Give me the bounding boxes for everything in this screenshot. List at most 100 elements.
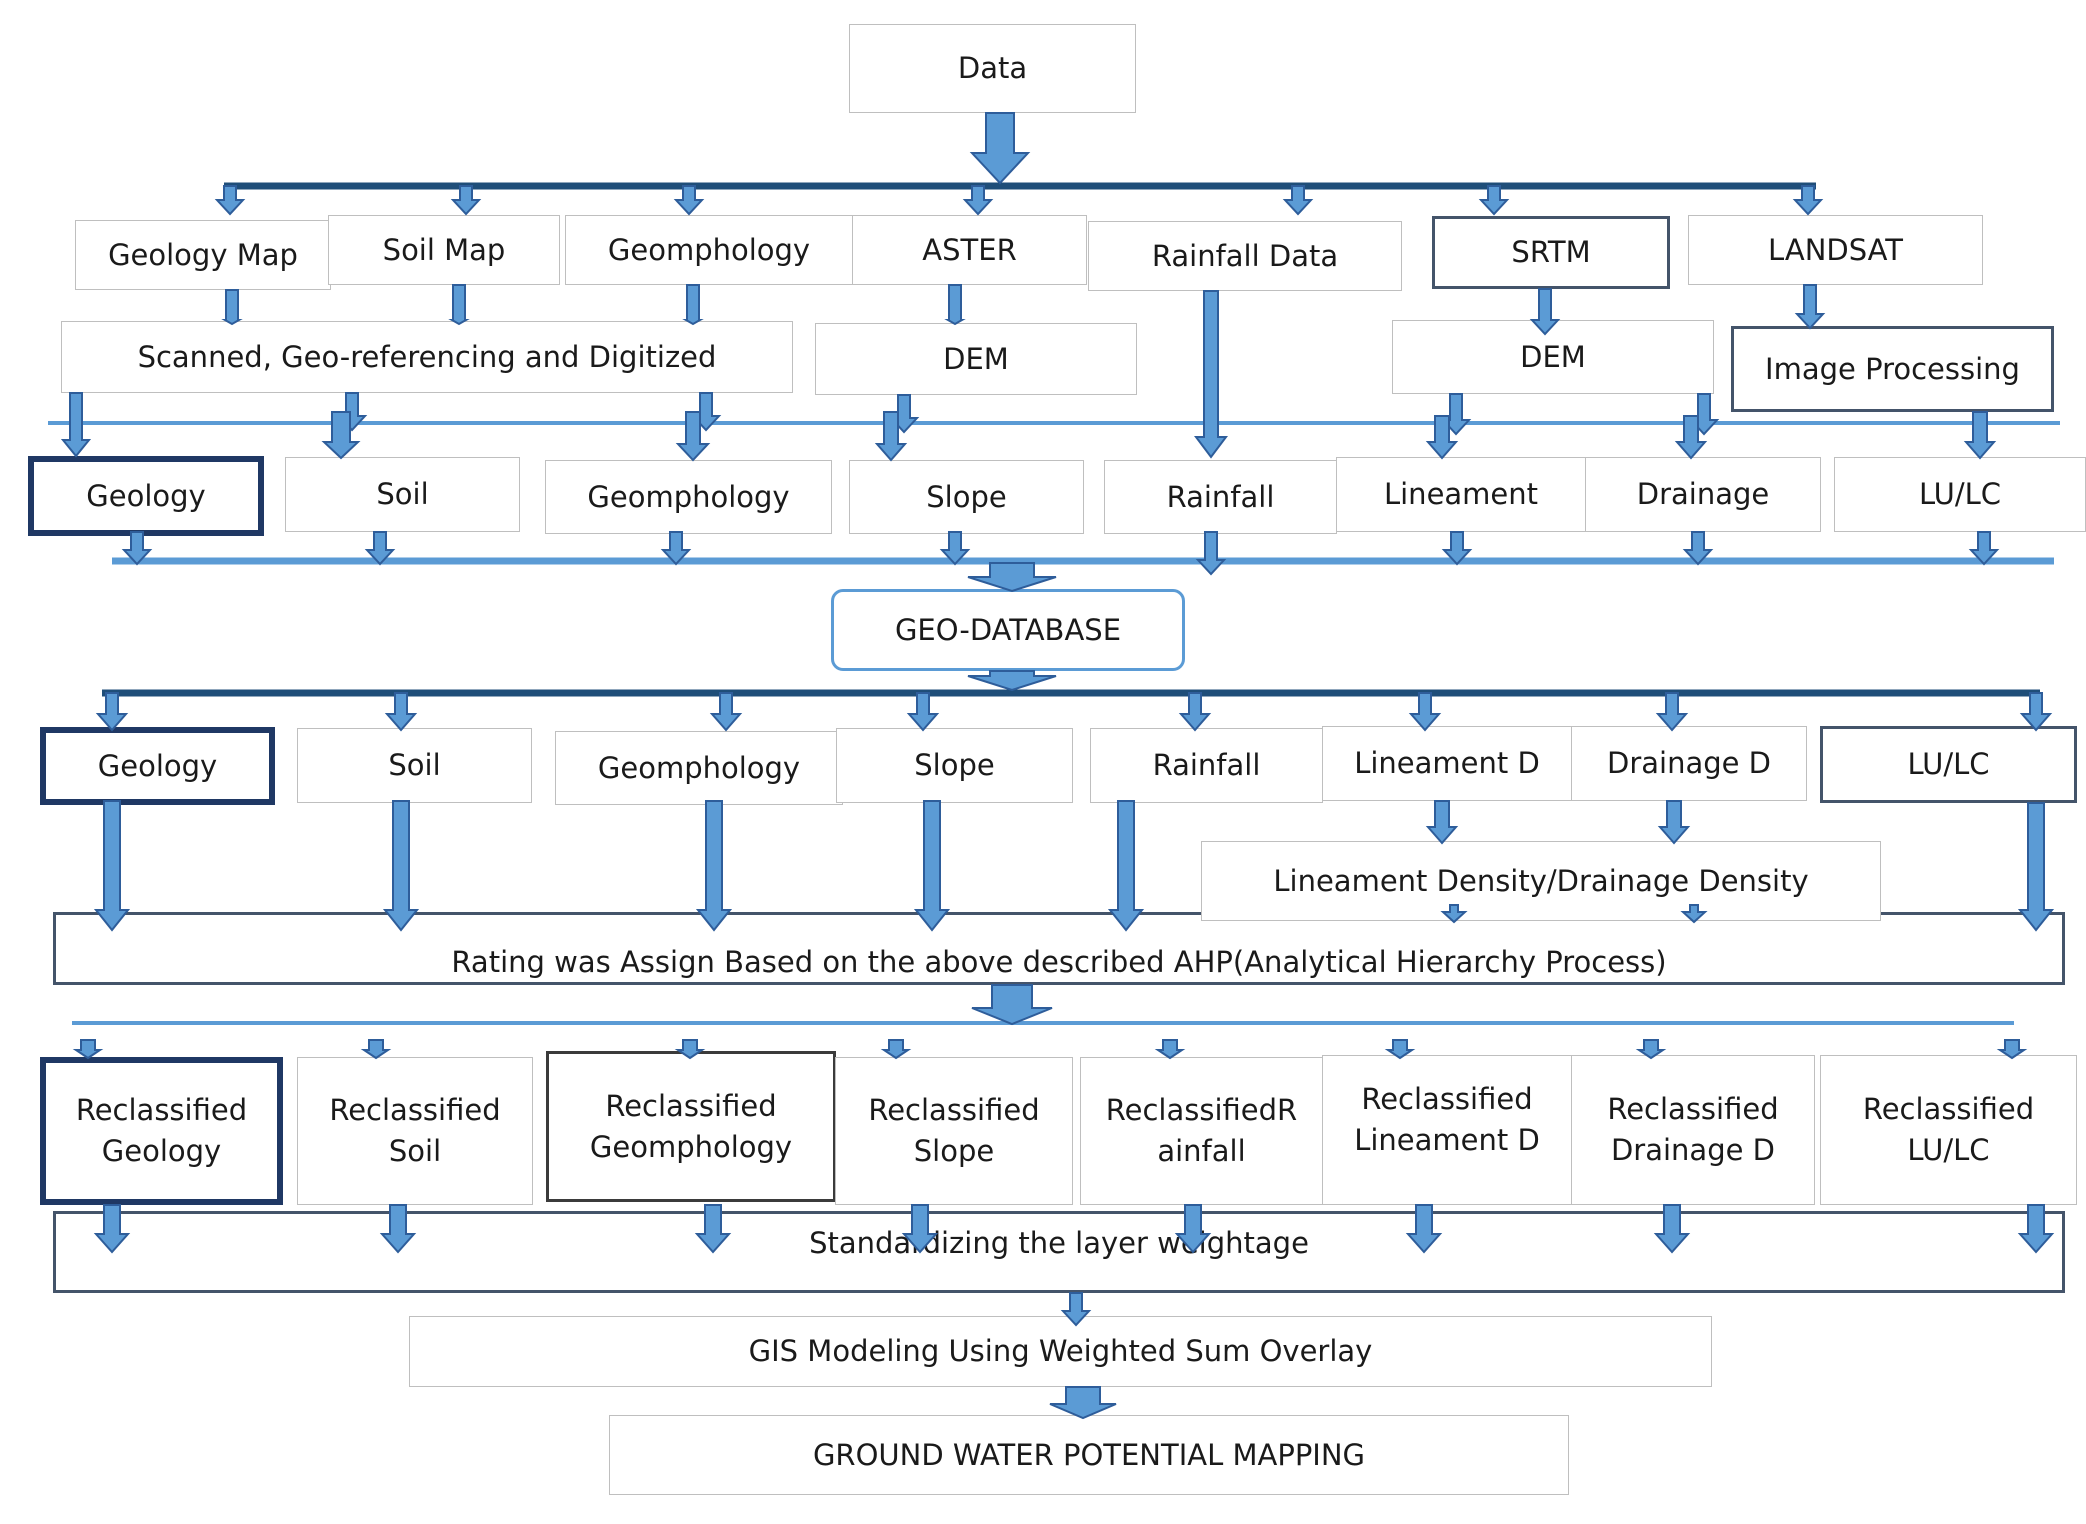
rating-to-output-line-arrow — [971, 984, 1053, 1026]
bus-to-db-layer-arrow-3 — [906, 692, 940, 732]
layer-to-collect-arrow-7 — [1968, 531, 2000, 566]
dem-aster-label: DEM — [943, 341, 1009, 376]
db-lulc-label: LU/LC — [1907, 747, 1990, 782]
db-geomorphology-box: Geomphology — [555, 731, 843, 805]
geomorphology-source-label: Geomphology — [607, 232, 811, 267]
bus-to-source-arrow-1 — [450, 185, 482, 216]
db-geomorphology-to-rating-arrow — [695, 800, 733, 932]
dem-srtm-box: DEM — [1392, 320, 1714, 394]
line-to-reclassified-arrow-2 — [674, 1039, 706, 1060]
layer-soil-box: Soil — [285, 457, 520, 532]
scanned-to-geomorphology-arrow-b — [675, 411, 711, 462]
reclassified-to-standardizing-arrow-1 — [379, 1204, 417, 1254]
layer-lulc-box: LU/LC — [1834, 457, 2086, 532]
dem-srtm-label: DEM — [1520, 339, 1586, 374]
data-to-bus-arrow — [969, 112, 1031, 185]
bus-to-db-layer-arrow-4 — [1178, 692, 1212, 732]
db-soil-to-rating-arrow — [382, 800, 420, 932]
layer-drainage-label: Drainage — [1636, 477, 1770, 512]
reclassified-slope-box: Reclassified Slope — [835, 1057, 1073, 1205]
scanned-georeferencing-label: Scanned, Geo-referencing and Digitized — [137, 339, 717, 374]
standardizing-box: Standardizing the layer weightage — [53, 1211, 2065, 1293]
srtm-label: SRTM — [1511, 235, 1591, 270]
reclassified-to-standardizing-arrow-4 — [1174, 1204, 1212, 1254]
layer-geology-label: Geology — [86, 478, 206, 513]
gis-to-groundwater-arrow — [1049, 1386, 1117, 1420]
line-to-reclassified-arrow-0 — [72, 1039, 104, 1060]
landsat-label: LANDSAT — [1768, 232, 1903, 267]
landsat-to-image-processing-arrow — [1794, 284, 1826, 330]
reclassified-soil-box: Reclassified Soil — [297, 1057, 533, 1205]
density-to-rating-arrow-b — [1680, 904, 1708, 924]
layer-slope-label: Slope — [926, 479, 1007, 514]
reclassified-lineament-box: Reclassified Lineament D — [1322, 1055, 1572, 1205]
rainfall-data-to-rainfall-arrow — [1194, 290, 1228, 459]
bus-to-source-arrow-5 — [1478, 185, 1510, 216]
layer-rainfall-label: Rainfall — [1166, 479, 1275, 514]
layer-lulc-label: LU/LC — [1918, 477, 2002, 512]
scanned-to-soil-arrow-b — [321, 411, 361, 460]
gis-modeling-label: GIS Modeling Using Weighted Sum Overlay — [748, 1334, 1373, 1369]
layer-to-collect-arrow-0 — [121, 531, 153, 566]
reclassified-geomorphology-label: Reclassified Geomphology — [589, 1088, 793, 1164]
reclassified-geology-label: Reclassified Geology — [75, 1093, 248, 1168]
reclassified-to-standardizing-arrow-2 — [694, 1204, 732, 1254]
geodatabase-label: GEO-DATABASE — [894, 612, 1122, 647]
data-label: Data — [957, 51, 1028, 86]
reclassified-to-standardizing-arrow-6 — [1653, 1204, 1691, 1254]
layer-to-collect-arrow-3 — [939, 531, 971, 566]
bus-to-source-arrow-3 — [962, 185, 994, 216]
db-rainfall-label: Rainfall — [1152, 748, 1261, 783]
db-geology-label: Geology — [97, 748, 218, 783]
rainfall-data-box: Rainfall Data — [1088, 221, 1402, 291]
data-box: Data — [849, 24, 1136, 113]
db-geology-box: Geology — [40, 727, 275, 805]
layer-to-collect-arrow-2 — [660, 531, 692, 566]
standardizing-label: Standardizing the layer weightage — [809, 1225, 1309, 1260]
image-processing-box: Image Processing — [1731, 326, 2054, 412]
aster-box: ASTER — [852, 215, 1087, 285]
layer-geology-box: Geology — [28, 456, 264, 536]
soil-map-box: Soil Map — [328, 215, 560, 285]
aster-label: ASTER — [922, 232, 1017, 267]
scanned-to-geology-arrow — [60, 392, 92, 458]
soil-map-label: Soil Map — [382, 232, 506, 267]
db-lulc-box: LU/LC — [1820, 726, 2077, 803]
soil-map-to-scanned-arrow — [448, 284, 470, 326]
layer-to-collect-arrow-1 — [364, 531, 396, 566]
bus-to-db-layer-arrow-5 — [1408, 692, 1442, 732]
geology-map-label: Geology Map — [108, 237, 298, 272]
bus-to-db-layer-arrow-0 — [95, 692, 129, 732]
db-drainage-density-label: Drainage D — [1606, 746, 1772, 781]
layer-rainfall-box: Rainfall — [1104, 460, 1337, 534]
line-to-reclassified-arrow-5 — [1384, 1039, 1416, 1060]
reclassified-rainfall-label: ReclassifiedR ainfall — [1105, 1093, 1298, 1168]
db-soil-label: Soil — [388, 748, 441, 783]
image-processing-to-lulc-arrow — [1963, 411, 1997, 460]
layer-soil-label: Soil — [376, 477, 429, 512]
reclassified-soil-label: Reclassified Soil — [329, 1093, 501, 1168]
rainfall-data-label: Rainfall Data — [1151, 238, 1339, 273]
aster-to-dem-arrow — [944, 284, 966, 326]
db-soil-box: Soil — [297, 728, 532, 803]
image-processing-label: Image Processing — [1765, 351, 2020, 386]
bus-to-db-layer-arrow-1 — [384, 692, 418, 732]
reclassified-lulc-label: Reclassified LU/LC — [1862, 1092, 2035, 1167]
layer-to-collect-arrow-5 — [1441, 531, 1473, 566]
groundwater-potential-box: GROUND WATER POTENTIAL MAPPING — [609, 1415, 1569, 1495]
db-rainfall-box: Rainfall — [1090, 728, 1323, 803]
db-drainage-density-box: Drainage D — [1571, 726, 1807, 801]
bus-to-source-arrow-4 — [1282, 185, 1314, 216]
scanned-georeferencing-box: Scanned, Geo-referencing and Digitized — [61, 321, 793, 393]
reclassified-to-standardizing-arrow-7 — [2017, 1204, 2055, 1254]
layer-drainage-box: Drainage — [1585, 457, 1821, 532]
lineament-d-to-density-arrow — [1425, 800, 1459, 845]
ahp-rating-label: Rating was Assign Based on the above des… — [451, 945, 1667, 980]
dem-aster-box: DEM — [815, 323, 1137, 395]
db-lulc-to-rating-arrow — [2017, 802, 2055, 932]
db-rainfall-to-rating-arrow — [1107, 800, 1145, 932]
